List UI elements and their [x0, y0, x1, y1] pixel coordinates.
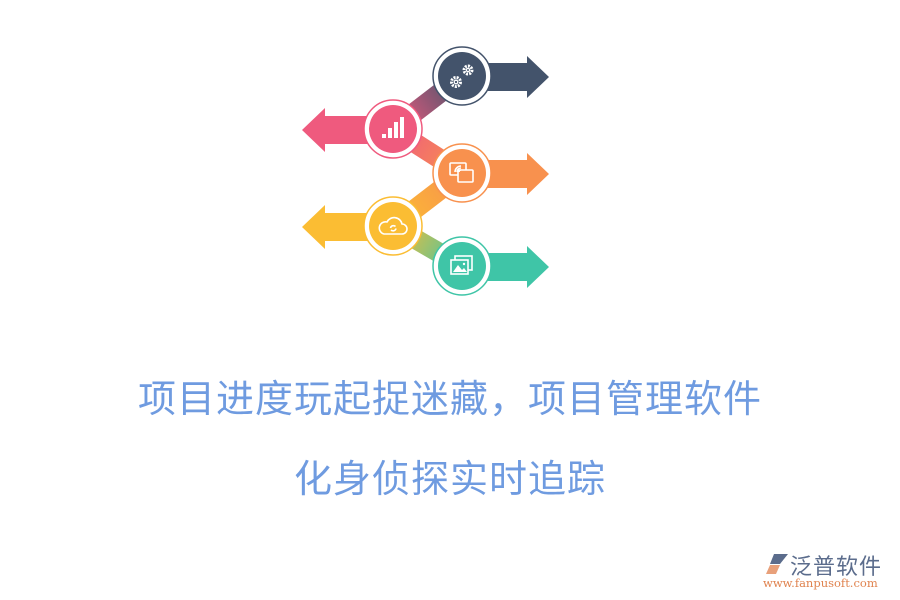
gear-icon — [450, 64, 474, 88]
process-arrow-diagram — [302, 46, 549, 296]
bar-chart-icon — [382, 117, 404, 138]
step-5-image — [432, 236, 549, 296]
title-line-1: 项目进度玩起捉迷藏，项目管理软件 — [137, 377, 762, 421]
image-gallery-icon — [450, 255, 473, 275]
brand-url[interactable]: www.fanpusoft.com — [763, 576, 878, 590]
screen-cast-icon — [449, 162, 474, 183]
cloud-sync-icon — [378, 216, 408, 235]
step-4-cloud — [302, 196, 423, 256]
step-3-cast — [432, 143, 549, 203]
brand-logo-icon — [766, 554, 788, 574]
step-2-chart — [302, 99, 423, 159]
step-1-gear — [432, 46, 549, 106]
brand-name: 泛普软件 — [790, 555, 883, 580]
title-line-2: 化身侦探实时追踪 — [293, 457, 606, 501]
brand-logo[interactable]: 泛普软件 www.fanpusoft.com — [760, 549, 895, 594]
